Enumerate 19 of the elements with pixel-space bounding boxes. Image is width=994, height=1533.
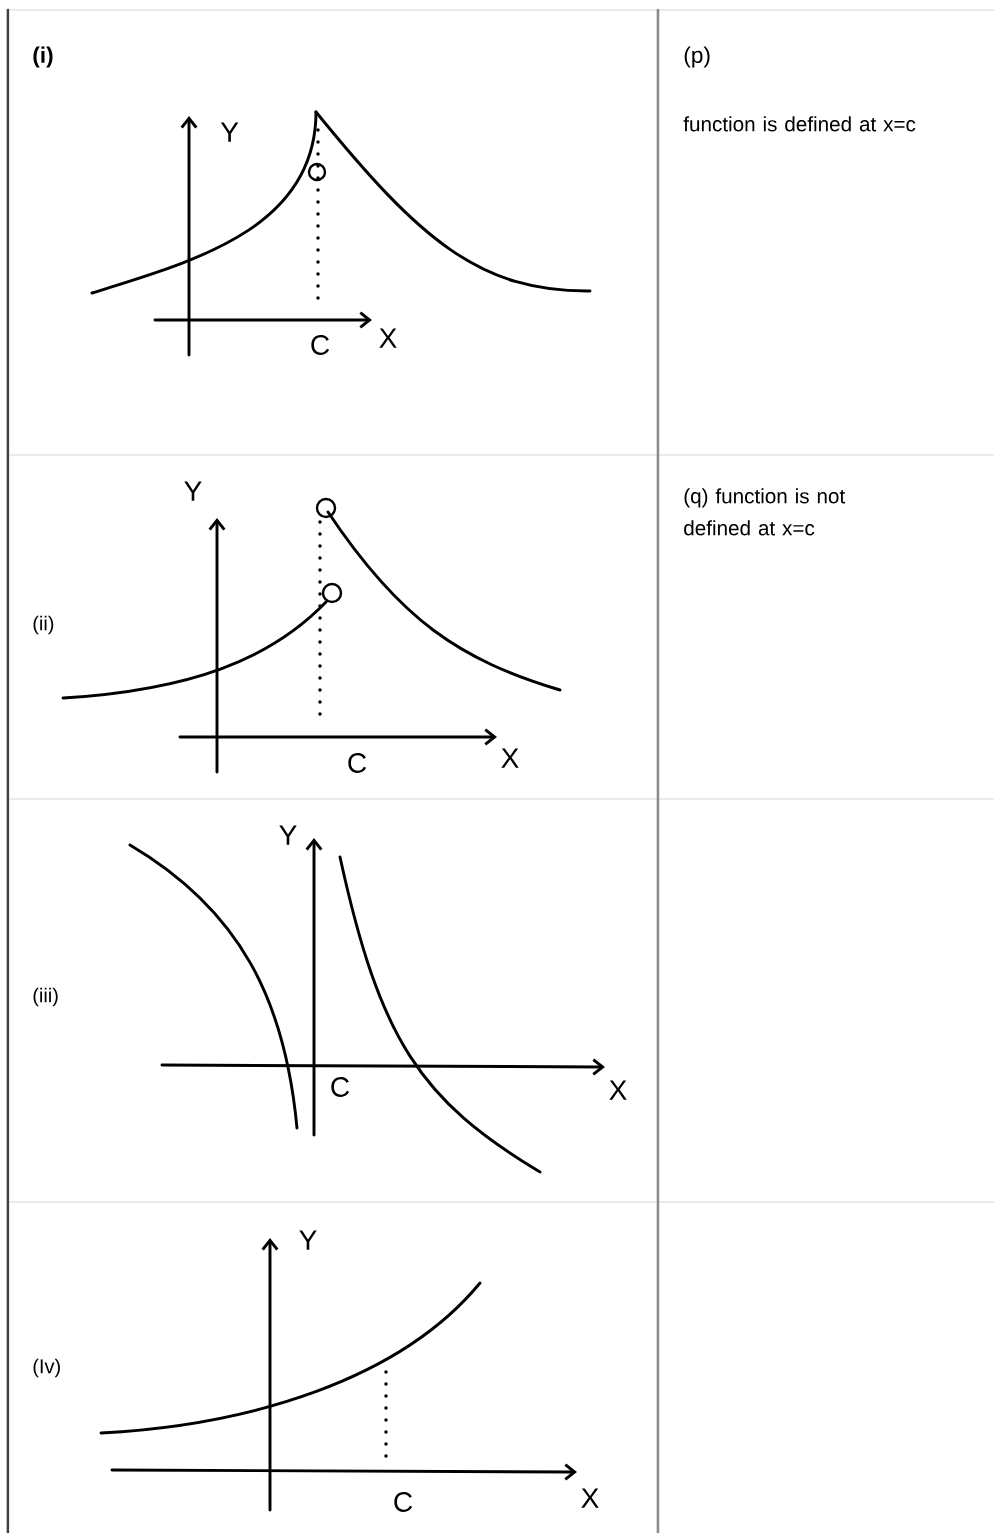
- row-label: (ii): [33, 615, 54, 635]
- axis-label: X: [581, 1488, 599, 1508]
- axis-label: C: [394, 1492, 413, 1512]
- axis-label: X: [609, 1080, 627, 1100]
- axis-label: Y: [184, 481, 202, 501]
- axis-label: C: [311, 335, 330, 355]
- axis-label: Y: [279, 825, 297, 845]
- row-label: (i): [33, 46, 53, 68]
- axis-label: X: [501, 748, 519, 768]
- option-label: (p): [684, 46, 710, 68]
- row-label: (Iv): [33, 1358, 60, 1378]
- row-label: (iii): [33, 987, 58, 1007]
- axis-label: Y: [299, 1230, 317, 1250]
- axis-label: C: [348, 753, 367, 773]
- axis-label: X: [379, 328, 397, 348]
- option-text: (q) function is not defined at x=c: [684, 488, 846, 536]
- option-text: function is defined at x=c: [683, 116, 916, 132]
- axis-label: C: [331, 1077, 350, 1097]
- axis-label: Y: [220, 122, 239, 142]
